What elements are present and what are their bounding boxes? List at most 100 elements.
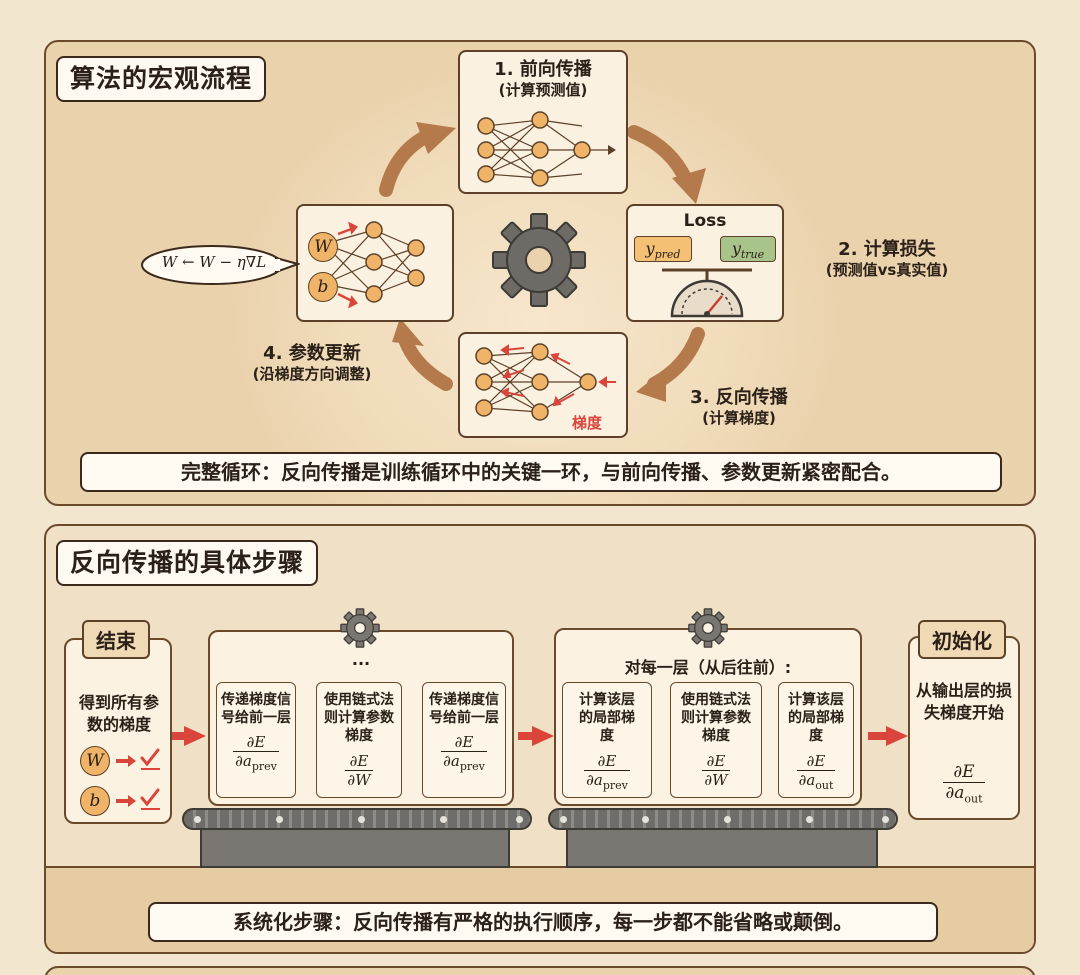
end-box: 得到所有参数的梯度 W b	[64, 638, 172, 824]
param-update-label: 4. 参数更新 (沿梯度方向调整)	[222, 342, 402, 385]
cycle-arrow-1-to-2	[627, 125, 693, 187]
y-pred-box: ypred	[634, 236, 692, 262]
weight-symbol: W	[314, 237, 332, 257]
cycle-arrows	[379, 122, 706, 402]
step-chain-rule-right: 使用链式法则计算参数梯度 ∂E∂W	[670, 682, 762, 798]
conveyor-bolt	[560, 816, 567, 823]
init-label: 初始化	[918, 620, 1006, 659]
conveyor-bolt	[806, 816, 813, 823]
fraction-denominator: ∂a	[235, 752, 252, 771]
conveyor-bolt	[194, 816, 201, 823]
step-local-gradient-prev: 计算该层的局部梯度 ∂E∂aprev	[562, 682, 652, 798]
step-pass-gradient-right: 传递梯度信号给前一层 ∂E∂aprev	[422, 682, 506, 798]
step-text: 传递梯度信号给前一层	[429, 692, 499, 727]
loop-header: 对每一层（从后往前）:	[624, 658, 792, 677]
backprop-steps-panel: 反向传播的具体步骤 得到所有参数的梯度 W b	[44, 524, 1036, 954]
init-fraction: ∂E ∂aout	[910, 756, 1018, 806]
arrow-loop-to-end	[172, 726, 206, 746]
fraction-numerator: ∂E	[345, 752, 373, 771]
backprop-title: 3. 反向传播	[690, 387, 788, 408]
backprop-steps-title: 反向传播的具体步骤	[56, 540, 319, 586]
fraction-subscript: prev	[459, 760, 485, 774]
param-update-box: W b	[296, 204, 454, 322]
check-icon	[140, 788, 160, 807]
left-gear-icon	[340, 608, 380, 648]
forward-propagation-label: 1. 前向传播 (计算预测值)	[460, 58, 626, 101]
loss-title: Loss	[683, 211, 727, 231]
y-pred-symbol: y	[645, 239, 655, 258]
end-bias-node: b	[80, 786, 110, 816]
init-fraction-denominator: ∂a	[945, 783, 965, 804]
init-fraction-subscript: out	[964, 792, 983, 806]
y-true-subscript: true	[740, 248, 765, 262]
step-text: 使用链式法则计算参数梯度	[681, 692, 751, 745]
compute-loss-label: 2. 计算损失 (预测值vs真实值)	[792, 238, 982, 281]
end-text: 得到所有参数的梯度	[78, 693, 159, 735]
conveyor-bolt	[358, 816, 365, 823]
fraction-denominator: ∂a	[798, 770, 816, 789]
end-weight-symbol: W	[86, 751, 104, 771]
update-rule-bubble	[141, 245, 300, 285]
init-text: 从输出层的损失梯度开始	[916, 681, 1013, 723]
fraction-denominator: ∂a	[443, 752, 460, 771]
forward-subtitle: (计算预测值)	[498, 81, 588, 100]
bias-symbol: b	[317, 277, 329, 297]
conveyor-bolt	[724, 816, 731, 823]
fraction-denominator: ∂W	[347, 770, 371, 789]
y-pred-subscript: pred	[654, 248, 681, 262]
macro-flow-summary: 完整循环：反向传播是训练循环中的关键一环，与前向传播、参数更新紧密配合。	[80, 452, 1002, 492]
fraction-numerator: ∂E	[233, 733, 279, 753]
loss-box: Loss ypred ytrue	[626, 204, 784, 322]
update-network-icon	[323, 221, 425, 309]
gradient-label: 梯度	[572, 414, 603, 432]
step-pass-gradient-left: 传递梯度信号给前一层 ∂E∂aprev	[216, 682, 296, 798]
backprop-step-label: 3. 反向传播 (计算梯度)	[664, 386, 814, 429]
scale-gauge-icon	[662, 268, 752, 318]
fraction-subscript: out	[815, 778, 834, 792]
conveyor-bolt	[440, 816, 447, 823]
fraction-denominator: ∂a	[586, 770, 603, 789]
compute-loss-title: 2. 计算损失	[838, 239, 936, 260]
compute-loss-subtitle: (预测值vs真实值)	[825, 261, 949, 280]
init-box: 从输出层的损失梯度开始 ∂E ∂aout	[908, 636, 1020, 820]
step-text: 使用链式法则计算参数梯度	[324, 692, 394, 745]
flow-arrows	[172, 726, 908, 746]
update-rule-text: W ← W − η∇L	[161, 253, 267, 271]
conveyor-bolt	[516, 816, 523, 823]
y-true-symbol: y	[731, 239, 741, 258]
backprop-steps-summary: 系统化步骤：反向传播有严格的执行顺序，每一步都不能省略或颠倒。	[148, 902, 938, 942]
cycle-arrow-3-to-4	[399, 335, 453, 391]
forward-title: 1. 前向传播	[494, 59, 592, 80]
arrow-loop-to-loop	[518, 726, 554, 746]
end-weight-node: W	[80, 746, 110, 776]
end-check-icons	[116, 748, 160, 810]
fraction-subscript: prev	[251, 760, 277, 774]
conveyor-left	[182, 808, 532, 830]
arrow-init-to-loop	[868, 726, 908, 746]
fraction-subscript: prev	[602, 778, 628, 792]
macro-flow-panel: 算法的宏观流程	[44, 40, 1036, 506]
loop-ellipsis: ...	[351, 650, 371, 669]
init-fraction-numerator: ∂E	[943, 762, 985, 784]
check-icon	[140, 748, 160, 767]
backprop-box: 梯度	[458, 332, 628, 438]
param-update-title: 4. 参数更新	[263, 343, 361, 364]
fraction-denominator: ∂W	[704, 770, 728, 789]
bias-node: b	[308, 272, 338, 302]
backprop-network-icon	[475, 343, 616, 421]
step-local-gradient-out: 计算该层的局部梯度 ∂E∂aout	[778, 682, 854, 798]
conveyor-right	[548, 808, 898, 830]
fraction-numerator: ∂E	[702, 752, 730, 771]
param-update-subtitle: (沿梯度方向调整)	[252, 365, 372, 384]
y-true-box: ytrue	[720, 236, 776, 262]
fraction-numerator: ∂E	[796, 752, 836, 771]
forward-propagation-box: 1. 前向传播 (计算预测值)	[458, 50, 628, 194]
next-panel-edge	[44, 966, 1036, 975]
step-text: 计算该层的局部梯度	[579, 692, 635, 745]
fraction-numerator: ∂E	[584, 752, 630, 771]
macro-flow-title: 算法的宏观流程	[56, 56, 267, 102]
right-gear-icon	[688, 608, 728, 648]
conveyor-bolt	[882, 816, 889, 823]
backprop-subtitle: (计算梯度)	[702, 409, 776, 428]
conveyor-bolt	[276, 816, 283, 823]
